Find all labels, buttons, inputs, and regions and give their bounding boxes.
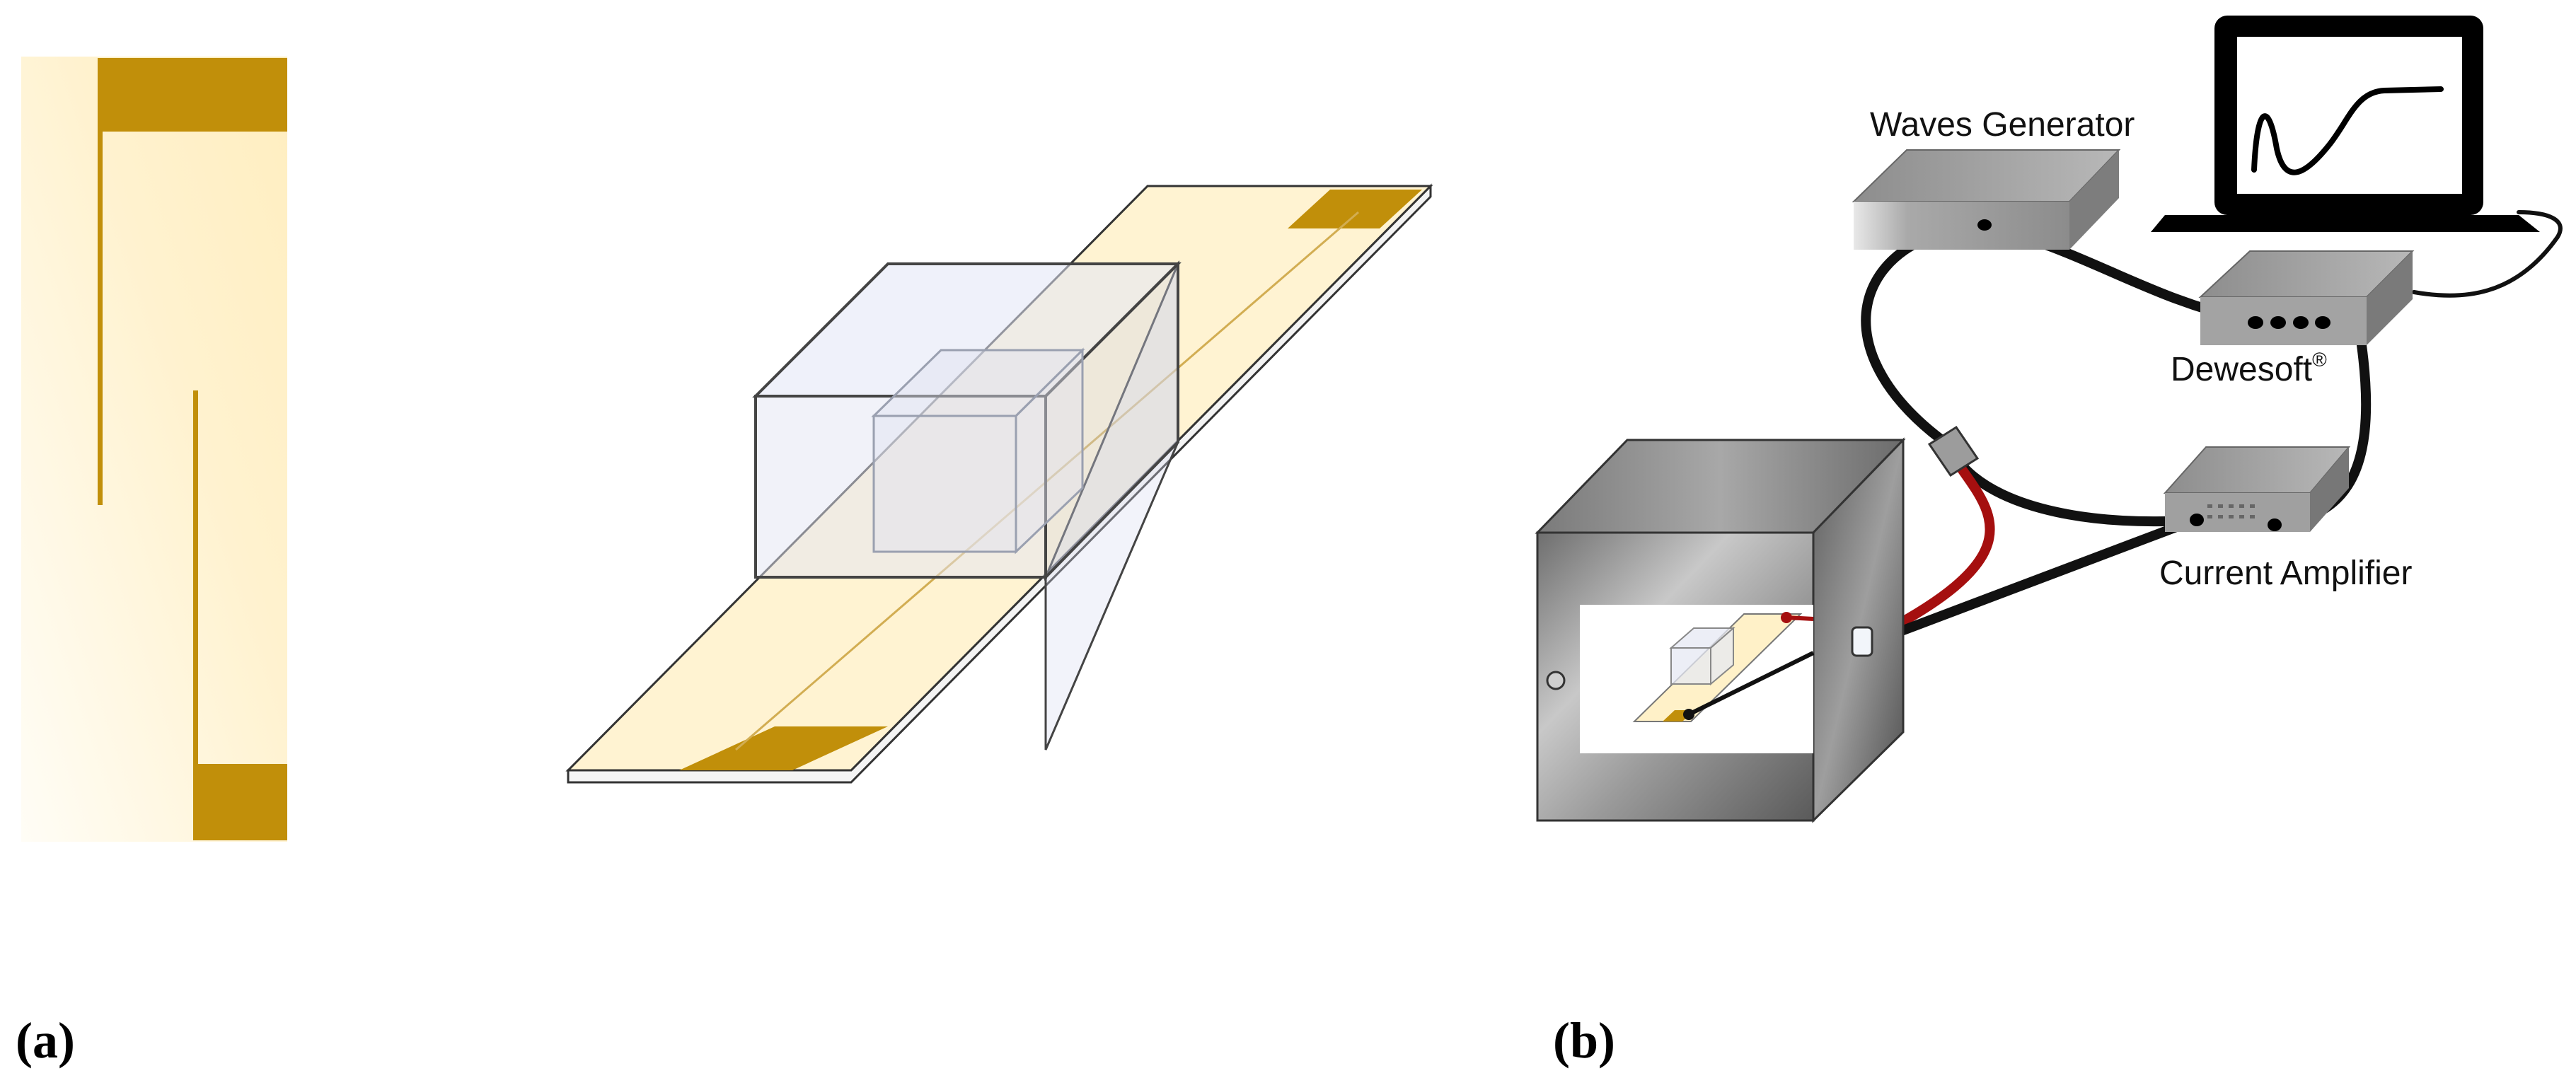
amplifier-front — [2165, 493, 2310, 532]
waves-generator-front — [1854, 202, 2069, 250]
signal-waveform-plot — [2251, 86, 2444, 175]
registered-mark: ® — [2312, 349, 2327, 371]
panel-b-label: (b) — [1553, 1012, 1615, 1069]
current-amplifier-device: Current Amplifier — [2159, 446, 2412, 592]
cable-dewesoft-to-laptop — [2412, 210, 2563, 298]
waves-generator-label: Waves Generator — [1870, 106, 2135, 144]
faraday-box — [1535, 437, 1906, 823]
top-contact-pad — [98, 58, 287, 132]
amplifier-output-port — [2268, 518, 2282, 531]
current-amplifier-label: Current Amplifier — [2159, 555, 2412, 592]
mini-electrode-chip — [1632, 612, 1815, 722]
cable-splitter-to-amplifier — [1958, 462, 2202, 527]
dewesoft-label: Dewesoft® — [2171, 349, 2327, 388]
amplifier-side — [2310, 447, 2349, 532]
amplifier-vent — [2207, 504, 2255, 518]
cable-splitter-connector — [1927, 425, 1980, 477]
amplifier-input-port — [2190, 514, 2204, 526]
cable-generator-to-splitter — [1861, 220, 1989, 458]
panel-a-label: (a) — [16, 1012, 75, 1069]
waves-generator-device: Waves Generator — [1852, 106, 2135, 250]
laptop-computer — [2151, 16, 2540, 232]
inner-cavity — [871, 347, 1085, 555]
chamber-block — [752, 260, 1182, 750]
dewesoft-side — [2367, 251, 2413, 345]
waves-generator-side — [2069, 150, 2119, 250]
panel-a: (a) — [16, 57, 1433, 1069]
bottom-contact-pad — [193, 764, 287, 840]
far-contact-pad — [1288, 190, 1422, 228]
chip-substrate — [21, 57, 287, 842]
chamber-front-face — [754, 395, 1047, 579]
bnc-feedthrough-connector — [1851, 626, 1873, 657]
bottom-electrode-finger — [193, 390, 198, 767]
dewesoft-device: Dewesoft® — [2171, 250, 2415, 388]
top-electrode-finger — [98, 129, 103, 505]
electrode-chip-top-view — [21, 57, 287, 842]
waves-generator-output-port — [1977, 219, 1992, 231]
panel-b: Waves Generator Dewesoft® — [1535, 16, 2563, 1069]
cable-red-splitter-to-box — [1863, 463, 1995, 645]
near-contact-pad — [679, 726, 888, 770]
laptop-keyboard-base — [2151, 215, 2540, 232]
faraday-box-door-knob — [1546, 671, 1566, 690]
dewesoft-ports — [2248, 316, 2330, 329]
electrode-chip-isometric-view — [565, 183, 1433, 784]
cable-black-box-to-amplifier — [1863, 514, 2204, 649]
